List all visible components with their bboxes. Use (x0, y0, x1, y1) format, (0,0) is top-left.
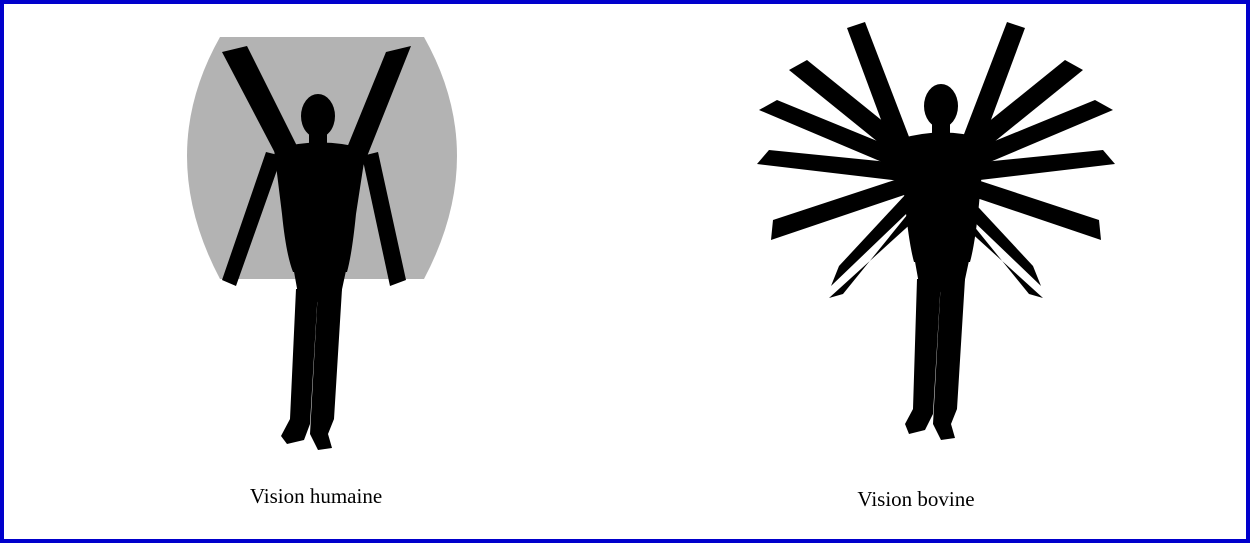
human-vision-illustration (4, 4, 629, 547)
caption-bovine-vision: Vision bovine (816, 487, 1016, 512)
bovine-vision-illustration (629, 4, 1250, 547)
panel-human-vision: Vision humaine (4, 4, 629, 547)
bovine-person-silhouette-icon (899, 84, 985, 440)
caption-human-vision: Vision humaine (216, 484, 416, 509)
panel-bovine-vision: Vision bovine (629, 4, 1250, 547)
